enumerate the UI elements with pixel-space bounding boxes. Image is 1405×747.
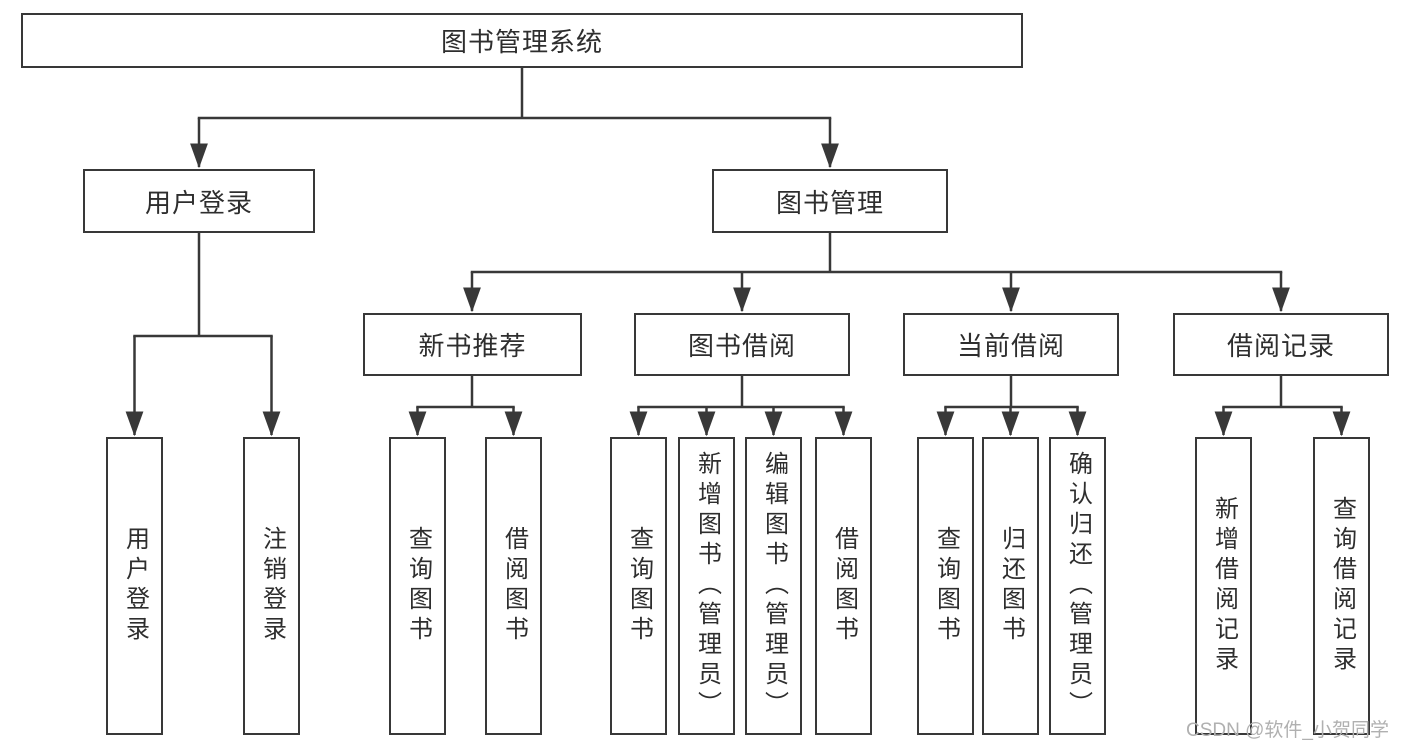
node-current-borrowing: 当前借阅 (903, 313, 1119, 376)
leaf-query-books-borrowing-label: 查询图书 (625, 526, 653, 646)
leaf-query-books-current-label: 查询图书 (932, 526, 960, 646)
leaf-confirm-return-admin-label: 确认归还（管理员） (1064, 451, 1092, 721)
leaf-borrow-books-borrowing-label: 借阅图书 (830, 526, 858, 646)
node-book-management: 图书管理 (712, 169, 948, 233)
leaf-add-borrow-record-label: 新增借阅记录 (1210, 496, 1238, 676)
leaf-logout: 注销登录 (243, 437, 300, 735)
leaf-user-login: 用户登录 (106, 437, 163, 735)
leaf-query-books-current: 查询图书 (917, 437, 974, 735)
leaf-confirm-return-admin: 确认归还（管理员） (1049, 437, 1106, 735)
node-borrowing-records: 借阅记录 (1173, 313, 1389, 376)
node-user-login: 用户登录 (83, 169, 315, 233)
leaf-edit-books-admin: 编辑图书（管理员） (745, 437, 802, 735)
leaf-query-books-borrowing: 查询图书 (610, 437, 667, 735)
leaf-return-books: 归还图书 (982, 437, 1039, 735)
leaf-borrow-books-recommend: 借阅图书 (485, 437, 542, 735)
leaf-query-books-recommend-label: 查询图书 (404, 526, 432, 646)
leaf-borrow-books-recommend-label: 借阅图书 (500, 526, 528, 646)
leaf-logout-label: 注销登录 (258, 526, 286, 646)
node-library-management-system: 图书管理系统 (21, 13, 1023, 68)
leaf-add-books-admin: 新增图书（管理员） (678, 437, 735, 735)
leaf-return-books-label: 归还图书 (997, 526, 1025, 646)
leaf-user-login-label: 用户登录 (121, 526, 149, 646)
leaf-borrow-books-borrowing: 借阅图书 (815, 437, 872, 735)
leaf-query-books-recommend: 查询图书 (389, 437, 446, 735)
node-new-book-recommendation: 新书推荐 (363, 313, 582, 376)
leaf-edit-books-admin-label: 编辑图书（管理员） (760, 451, 788, 721)
watermark: CSDN @软件_小贺同学 (1186, 720, 1389, 741)
leaf-query-borrow-record-label: 查询借阅记录 (1328, 496, 1356, 676)
leaf-add-borrow-record: 新增借阅记录 (1195, 437, 1252, 735)
leaf-query-borrow-record: 查询借阅记录 (1313, 437, 1370, 735)
node-book-borrowing: 图书借阅 (634, 313, 850, 376)
leaf-add-books-admin-label: 新增图书（管理员） (693, 451, 721, 721)
